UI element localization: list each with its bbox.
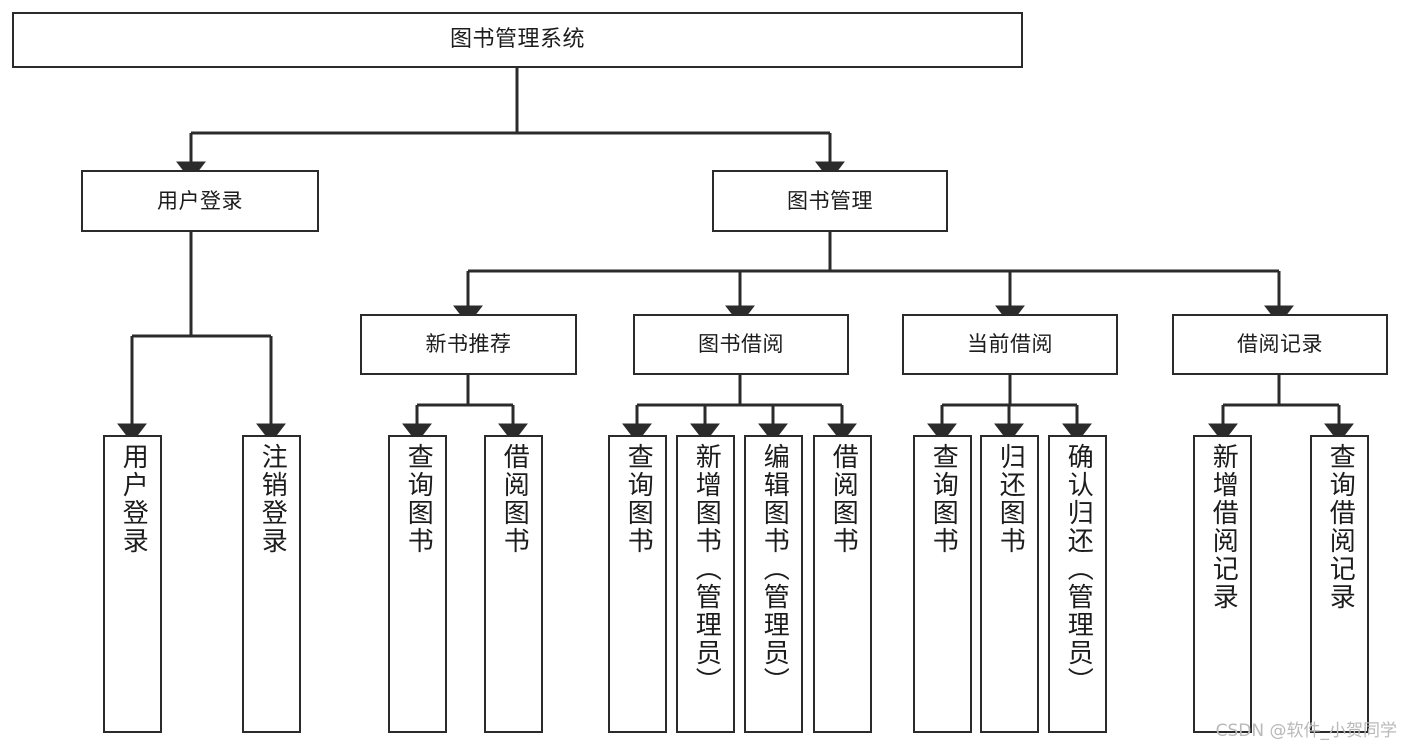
node-current-borrow[interactable]: 当前借阅: [902, 314, 1118, 375]
node-book-management[interactable]: 图书管理: [712, 170, 948, 232]
node-label: 查询图书: [623, 443, 654, 555]
node-label: 当前借阅: [967, 332, 1053, 357]
node-label: 借阅图书: [828, 443, 859, 555]
node-label: 新书推荐: [425, 332, 512, 357]
node-label: 借阅记录: [1237, 332, 1323, 357]
node-label: 编辑图书（管理员）: [759, 443, 790, 695]
node-label: 用户登录: [118, 443, 149, 555]
node-label: 确认归还（管理员）: [1063, 443, 1094, 695]
node-borrow-record[interactable]: 借阅记录: [1172, 314, 1388, 375]
node-label: 查询图书: [928, 443, 959, 555]
leaf-book-borrow-query-book[interactable]: 查询图书: [608, 435, 667, 733]
leaf-book-borrow-add-book-admin[interactable]: 新增图书（管理员）: [676, 435, 735, 733]
node-label: 查询图书: [403, 443, 434, 555]
leaf-new-book-borrow-book[interactable]: 借阅图书: [484, 435, 543, 733]
leaf-current-borrow-confirm-return-admin[interactable]: 确认归还（管理员）: [1048, 435, 1107, 733]
leaf-user-login-logout[interactable]: 注销登录: [242, 435, 301, 733]
leaf-new-book-query-book[interactable]: 查询图书: [388, 435, 447, 733]
leaf-book-borrow-edit-book-admin[interactable]: 编辑图书（管理员）: [744, 435, 803, 733]
node-label: 用户登录: [157, 188, 243, 213]
leaf-borrow-record-query-record[interactable]: 查询借阅记录: [1310, 435, 1369, 733]
node-book-borrow[interactable]: 图书借阅: [633, 314, 849, 375]
node-root-system[interactable]: 图书管理系统: [12, 12, 1023, 68]
node-label: 图书管理: [787, 188, 873, 213]
node-label: 图书管理系统: [449, 27, 585, 53]
node-label: 注销登录: [257, 443, 288, 555]
leaf-book-borrow-borrow-book[interactable]: 借阅图书: [813, 435, 872, 733]
node-new-book-recommend[interactable]: 新书推荐: [360, 314, 577, 375]
node-label: 借阅图书: [499, 443, 530, 555]
node-label: 新增借阅记录: [1208, 443, 1239, 611]
node-label: 归还图书: [995, 443, 1026, 555]
node-label: 图书借阅: [698, 332, 784, 357]
node-user-login[interactable]: 用户登录: [81, 170, 319, 232]
leaf-current-borrow-return-book[interactable]: 归还图书: [980, 435, 1039, 733]
leaf-user-login-login[interactable]: 用户登录: [103, 435, 162, 733]
leaf-borrow-record-add-record[interactable]: 新增借阅记录: [1193, 435, 1252, 733]
node-label: 新增图书（管理员）: [691, 443, 722, 695]
node-label: 查询借阅记录: [1325, 443, 1356, 611]
leaf-current-borrow-query-book[interactable]: 查询图书: [913, 435, 972, 733]
